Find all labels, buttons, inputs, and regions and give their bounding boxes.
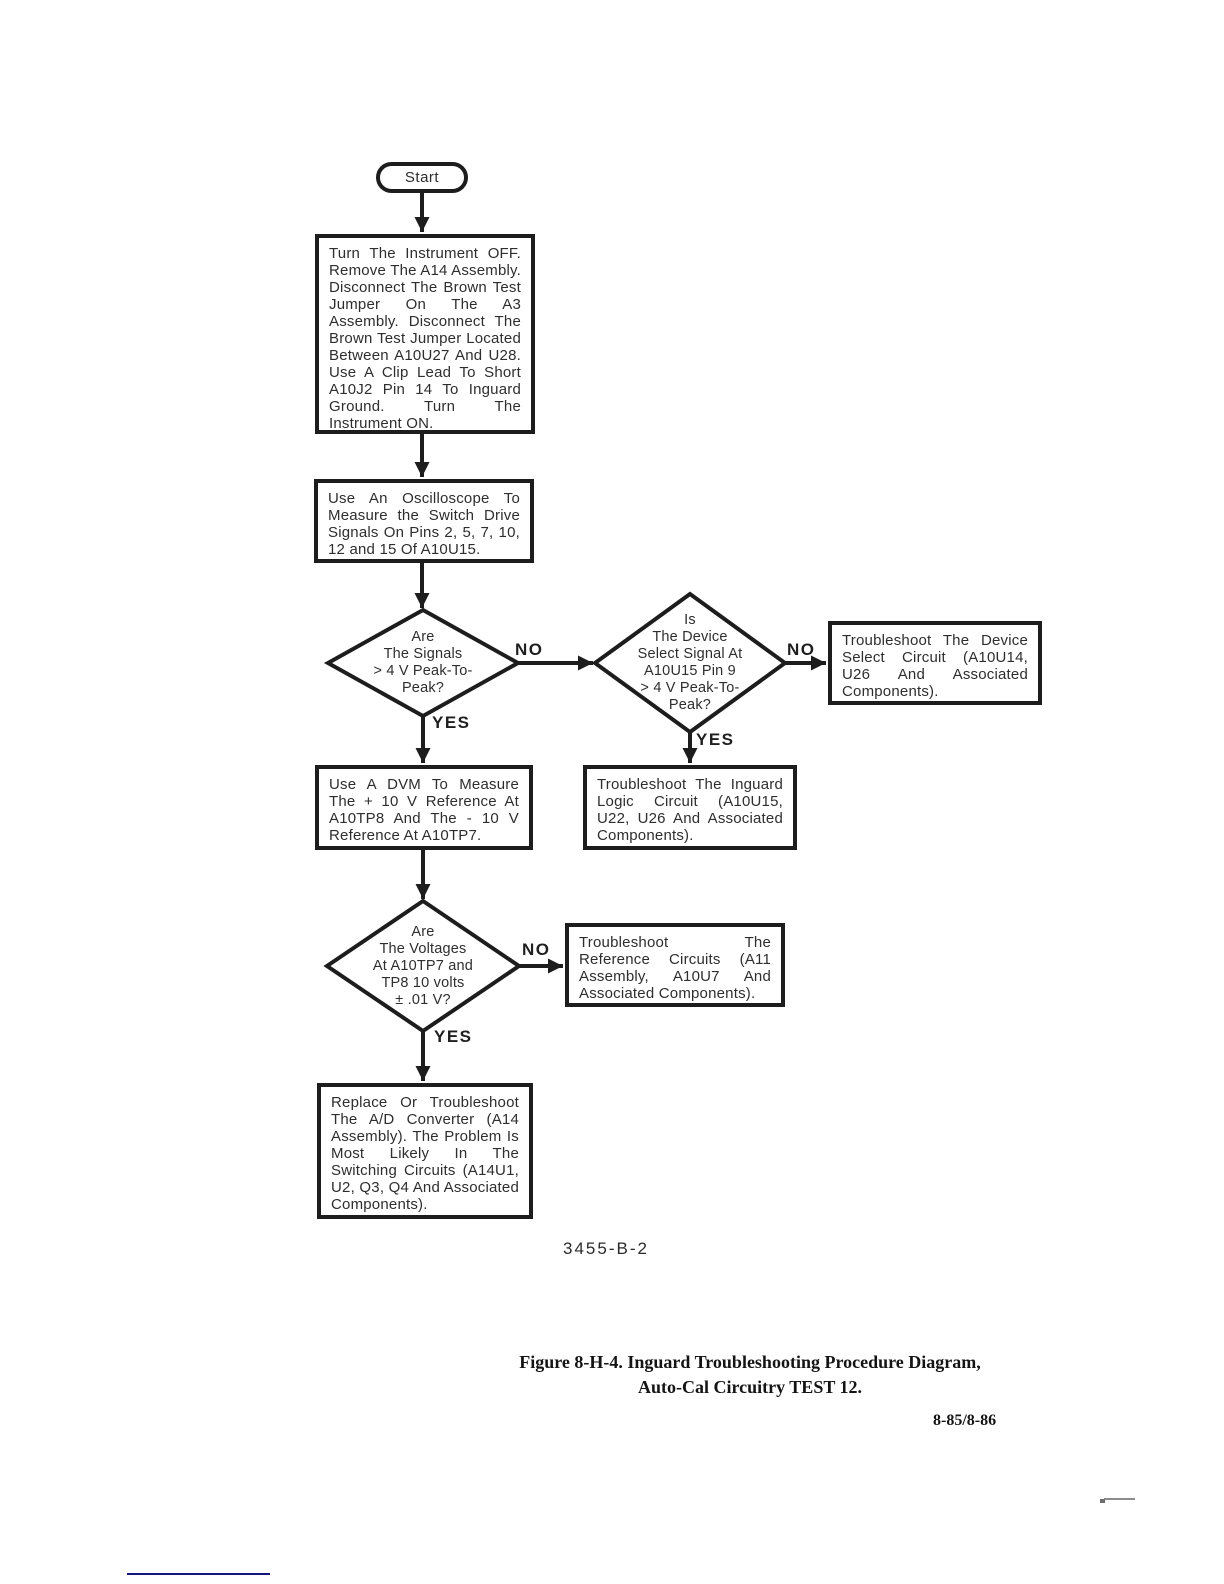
page-number: 8-85/8-86 bbox=[933, 1412, 997, 1429]
drawing-code: 3455-B-2 bbox=[563, 1239, 649, 1258]
troubleshoot-reference-box: Troubleshoot The Reference Circuits (A11… bbox=[565, 923, 785, 1007]
figure-caption-line2: Auto-Cal Circuitry TEST 12. bbox=[637, 1377, 863, 1397]
scan-artifact-dash bbox=[1100, 1497, 1138, 1505]
setup-instructions-box: Turn The Instrument OFF. Remove The A14 … bbox=[315, 234, 535, 434]
figure-caption-line1: Figure 8-H-4. Inguard Troubleshooting Pr… bbox=[519, 1352, 981, 1372]
dvm-measure-box: Use A DVM To Measure The + 10 V Referenc… bbox=[315, 765, 533, 850]
voltages-no-label: NO bbox=[522, 940, 551, 959]
device-select-diamond-text: Is The Device Select Signal At A10U15 Pi… bbox=[637, 612, 743, 713]
start-label: Start bbox=[404, 169, 440, 186]
scan-artifact-dash-nub bbox=[1100, 1499, 1105, 1503]
footer-blue-rule bbox=[127, 1573, 270, 1575]
troubleshoot-device-select-box: Troubleshoot The Device Select Circuit (… bbox=[828, 621, 1042, 705]
voltages-yes-label: YES bbox=[434, 1027, 473, 1046]
figure-caption: Figure 8-H-4. Inguard Troubleshooting Pr… bbox=[460, 1350, 1040, 1400]
signals-yes-label: YES bbox=[432, 713, 471, 732]
signals-diamond-text: Are The Signals > 4 V Peak-To- Peak? bbox=[373, 629, 473, 696]
start-terminal: Start bbox=[376, 162, 468, 193]
voltages-diamond-text: Are The Voltages At A10TP7 and TP8 10 vo… bbox=[372, 923, 474, 1008]
troubleshoot-inguard-logic-box: Troubleshoot The Inguard Logic Circuit (… bbox=[583, 765, 797, 850]
replace-ad-converter-box: Replace Or Troubleshoot The A/D Converte… bbox=[317, 1083, 533, 1219]
signals-no-label: NO bbox=[515, 640, 544, 659]
oscilloscope-measure-box: Use An Oscilloscope To Measure the Switc… bbox=[314, 479, 534, 563]
scan-artifact-dash-line bbox=[1104, 1498, 1135, 1500]
device-yes-label: YES bbox=[696, 730, 735, 749]
device-no-label: NO bbox=[787, 640, 816, 659]
